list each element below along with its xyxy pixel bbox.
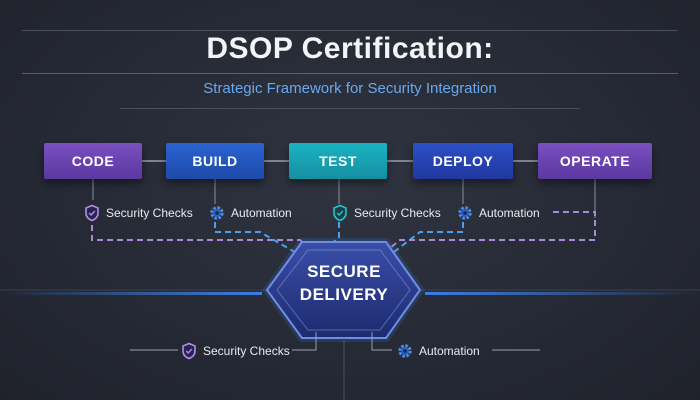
hexagon-label-line1: SECURE — [307, 262, 381, 281]
bottom-automation: Automation — [396, 342, 480, 360]
dashed-route-test-b — [324, 232, 340, 249]
bottom-automation-label: Automation — [419, 344, 480, 358]
baseline-left — [0, 292, 262, 295]
bottom-security-checks: Security Checks — [180, 342, 290, 360]
caption-automation-2: Automation — [456, 204, 540, 222]
shield-icon — [180, 342, 198, 360]
caption-automation-1: Automation — [208, 204, 292, 222]
stage-code[interactable]: CODE — [44, 143, 142, 179]
caption-security-checks-1: Security Checks — [83, 204, 193, 222]
stage-build[interactable]: BUILD — [166, 143, 264, 179]
header-line-mid — [22, 73, 678, 74]
page-subtitle: Strategic Framework for Security Integra… — [203, 80, 497, 97]
caption-security-checks-2: Security Checks — [331, 204, 441, 222]
dashed-route-build — [214, 222, 301, 256]
hexagon-inner-ring — [276, 249, 411, 331]
baseline-right — [425, 292, 700, 295]
gear-icon — [396, 342, 414, 360]
dashed-route-code — [91, 225, 319, 257]
shield-icon — [331, 204, 349, 222]
caption-label: Automation — [479, 206, 540, 220]
caption-label: Security Checks — [106, 206, 193, 220]
shield-icon — [83, 204, 101, 222]
caption-label: Automation — [231, 206, 292, 220]
page-title: DSOP Certification: — [206, 32, 494, 65]
bottom-right-connector — [371, 332, 392, 351]
dashed-route-operate — [379, 211, 596, 257]
caption-label: Security Checks — [354, 206, 441, 220]
gear-icon — [208, 204, 226, 222]
dashed-route-deploy — [389, 222, 464, 256]
stage-deploy[interactable]: DEPLOY — [413, 143, 513, 179]
bottom-security-label: Security Checks — [203, 344, 290, 358]
stage-test[interactable]: TEST — [289, 143, 387, 179]
gear-icon — [456, 204, 474, 222]
stage-operate[interactable]: OPERATE — [538, 143, 652, 179]
hexagon-shape — [265, 241, 422, 339]
hexagon-label-line2: DELIVERY — [299, 285, 389, 304]
header-line-bottom — [120, 108, 580, 109]
bottom-left-connector — [292, 332, 317, 351]
header-line-top — [22, 30, 678, 31]
